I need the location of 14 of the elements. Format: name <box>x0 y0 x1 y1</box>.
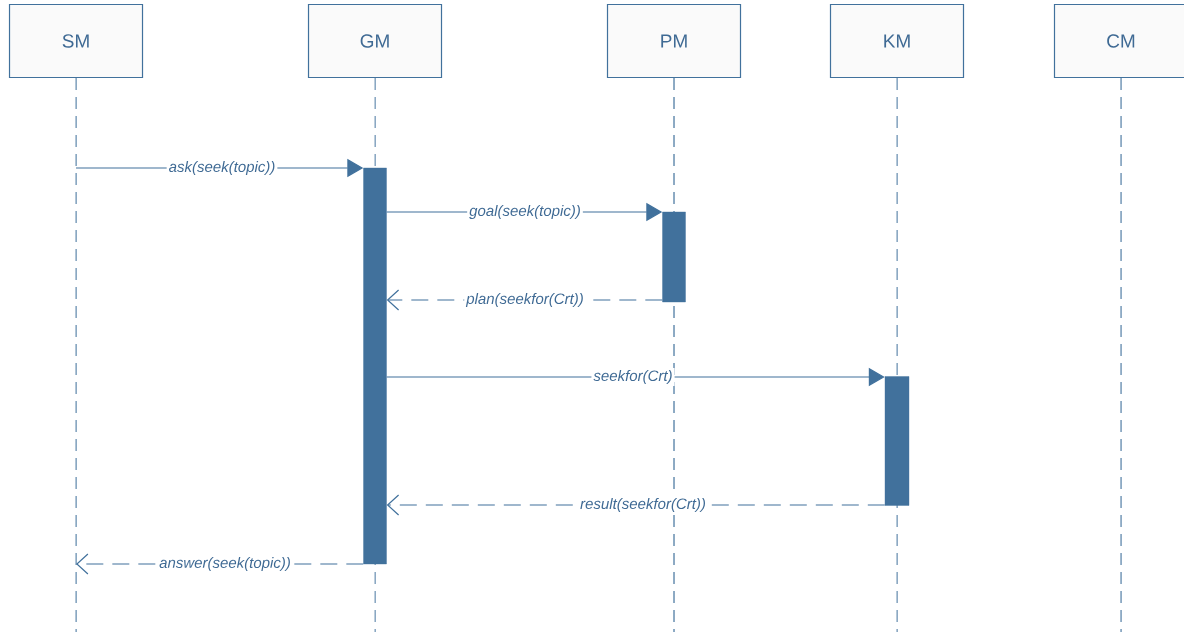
lifeline-header: SM <box>8 3 144 79</box>
activation-bar <box>884 376 910 506</box>
message-label: goal(seek(topic)) <box>467 203 583 221</box>
message-label: plan(seekfor(Crt)) <box>464 291 586 309</box>
message-label: seekfor(Crt) <box>591 368 675 386</box>
lifeline-header: GM <box>307 3 443 79</box>
message-label: ask(seek(topic)) <box>166 159 278 177</box>
message-label: answer(seek(topic)) <box>157 555 293 573</box>
activation-bar <box>363 167 387 565</box>
lifeline-header: CM <box>1053 3 1184 79</box>
activation-bar <box>662 211 686 303</box>
lifeline-header: KM <box>829 3 965 79</box>
message-label: result(seekfor(Crt)) <box>578 496 708 514</box>
lifeline-header: PM <box>606 3 742 79</box>
